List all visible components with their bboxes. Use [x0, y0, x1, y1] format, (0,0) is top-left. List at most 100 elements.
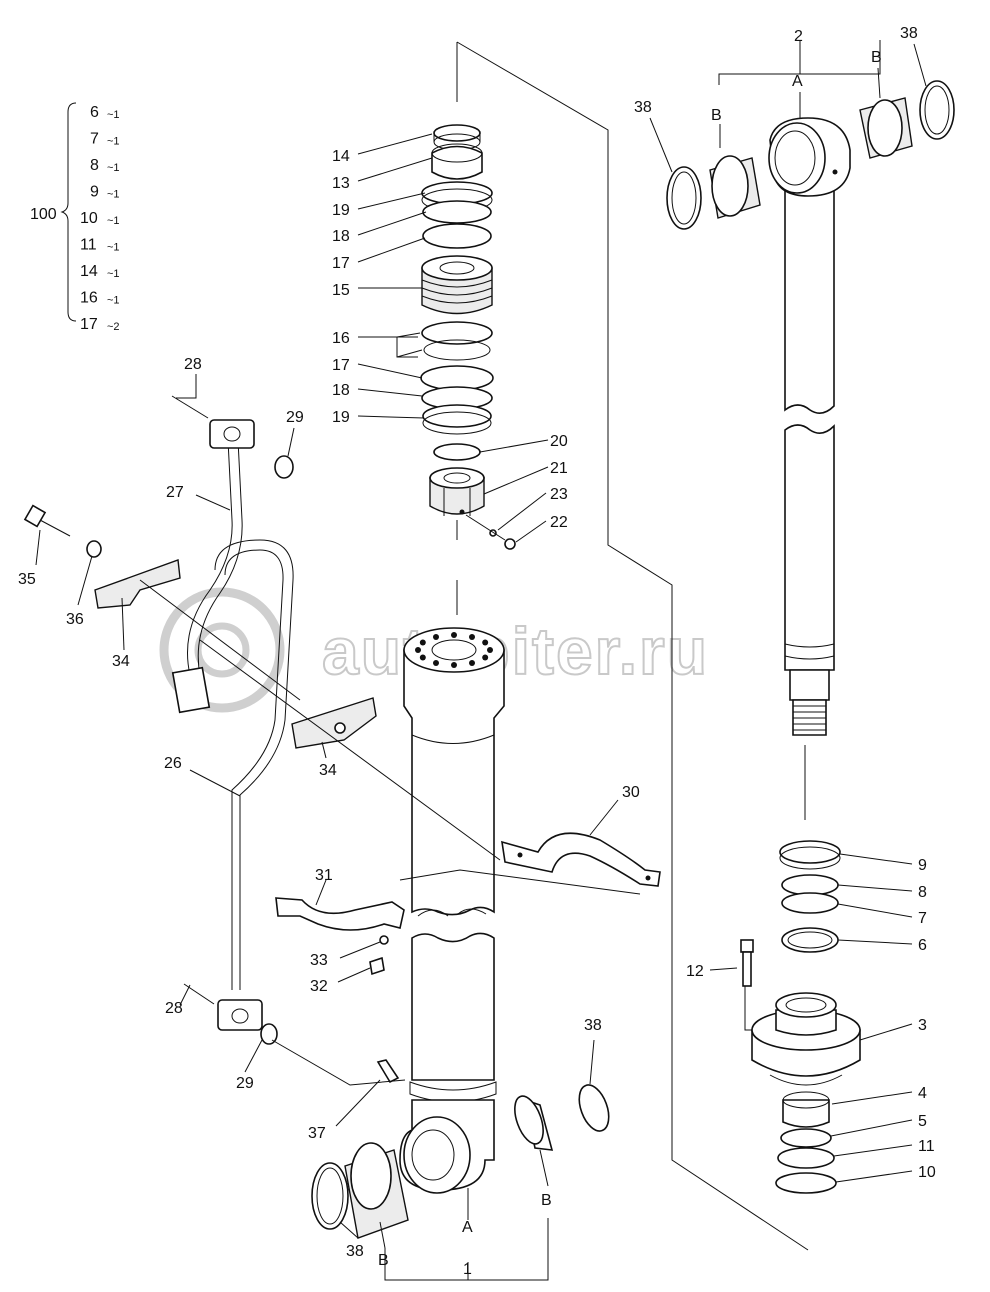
kit-item-part: 16: [80, 290, 98, 307]
callout-38a: 38: [900, 25, 918, 42]
callout-16: 16: [332, 330, 350, 347]
part-38-seal-left: [311, 1162, 349, 1230]
callout-28a: 28: [184, 356, 202, 373]
callout-19a: 19: [332, 202, 350, 219]
head-bolt-hole: [433, 659, 439, 666]
part-34-clamp-upper: [94, 559, 181, 609]
kit-item-qty: ~2: [107, 321, 120, 333]
callout-17a: 17: [332, 255, 350, 272]
part-38-seal-right: [578, 1084, 610, 1132]
kit-item-qty: ~1: [107, 162, 120, 174]
part-18-ring: [422, 200, 492, 224]
callout-29b: 29: [236, 1075, 254, 1092]
head-bolt-hole: [419, 639, 426, 646]
part-36-washer: [86, 540, 102, 558]
part-15-piston: [421, 255, 493, 315]
rod-bushings: [666, 80, 955, 230]
part-20-ring: [433, 443, 481, 461]
callout-27: 27: [166, 484, 184, 501]
kit-list: 100 6~17~18~19~110~111~114~116~117~2: [30, 102, 120, 333]
callout-37: 37: [308, 1125, 326, 1142]
part-17-ring: [422, 223, 492, 249]
kit-item-qty: ~1: [107, 268, 120, 280]
part-22-screw: [504, 538, 516, 550]
callout-10: 10: [918, 1164, 936, 1181]
kit-item-part: 8: [90, 157, 99, 174]
part-3-gland: [751, 992, 861, 1086]
part-29-oring-lower: [260, 1023, 278, 1045]
part-19b-ring: [422, 404, 492, 428]
leader-lines: [35, 40, 927, 1281]
kit-item-part: 11: [80, 237, 97, 254]
part-33-washer: [379, 935, 389, 945]
head-bolt-hole: [469, 634, 475, 641]
kit-item-qty: ~1: [107, 242, 120, 254]
callout-11: 11: [918, 1138, 935, 1155]
clamps: [23, 504, 661, 1086]
callout-B1b: B: [541, 1192, 552, 1209]
cylinder-bushings: [311, 1084, 610, 1239]
callout-B2a: B: [711, 107, 722, 124]
kit-item-qty: ~1: [107, 215, 120, 227]
callout-38b: 38: [634, 99, 652, 116]
kit-item-qty: ~1: [107, 109, 120, 121]
head-bolt-hole: [487, 647, 493, 653]
head-bolt-hole: [482, 654, 489, 661]
callout-23: 23: [550, 486, 568, 503]
piping: [171, 395, 294, 1045]
callout-labels: 14 13 19 18 17 15 16 17 18 19 20 21 23 2…: [18, 25, 936, 1278]
callout-18b: 18: [332, 382, 350, 399]
part-38-seal-upper-left: [666, 166, 702, 230]
callout-38d: 38: [346, 1243, 364, 1260]
callout-14: 14: [332, 148, 350, 165]
part-21-nut: [429, 467, 485, 516]
callout-33: 33: [310, 952, 328, 969]
part-4-bushing: [782, 1099, 830, 1128]
callout-21: 21: [550, 460, 568, 477]
part-30-bracket: [501, 832, 661, 887]
callout-32: 32: [310, 978, 328, 995]
kit-item-part: 17: [80, 316, 98, 333]
part-31-bracket: [275, 897, 405, 931]
callout-A2: A: [792, 73, 803, 90]
part-16-ring: [421, 321, 493, 345]
seal-stack: [420, 124, 516, 550]
head-bolt-hole: [419, 654, 426, 661]
part-1-cylinder-tube: [399, 627, 505, 1194]
part-10-ring: [775, 1172, 837, 1194]
part-34-clamp-lower: [291, 697, 377, 749]
callout-6: 6: [918, 937, 927, 954]
callout-34a: 34: [112, 653, 130, 670]
callout-19b: 19: [332, 409, 350, 426]
head-bolt-hole: [451, 662, 457, 668]
callout-20: 20: [550, 433, 568, 450]
kit-item-part: 9: [90, 184, 99, 201]
callout-15: 15: [332, 282, 350, 299]
gland-assembly: [740, 840, 861, 1194]
head-bolt-hole: [469, 659, 475, 666]
upper-flange: [171, 395, 294, 479]
callout-34b: 34: [319, 762, 337, 779]
part-32-bolt: [369, 956, 385, 976]
pipe-fitting: [171, 666, 211, 714]
callout-22: 22: [550, 514, 568, 531]
callout-5: 5: [918, 1113, 927, 1130]
kit-item-qty: ~1: [107, 189, 120, 201]
callout-A1: A: [462, 1219, 473, 1236]
callout-17b: 17: [332, 357, 350, 374]
part-37-grease-nipple: [376, 1059, 400, 1084]
callout-9: 9: [918, 857, 927, 874]
callout-18a: 18: [332, 228, 350, 245]
callout-35: 35: [18, 571, 36, 588]
callout-28b: 28: [165, 1000, 183, 1017]
callout-36: 36: [66, 611, 84, 628]
part-13-bushing: [431, 145, 483, 180]
part-38-seal-upper-right: [919, 80, 955, 140]
part-7-ring: [781, 892, 839, 914]
callout-38c: 38: [584, 1017, 602, 1034]
part-9-seal: [779, 840, 841, 864]
kit-item-part: 10: [80, 210, 98, 227]
part-8-ring: [781, 874, 839, 896]
kit-number: 100: [30, 206, 57, 223]
